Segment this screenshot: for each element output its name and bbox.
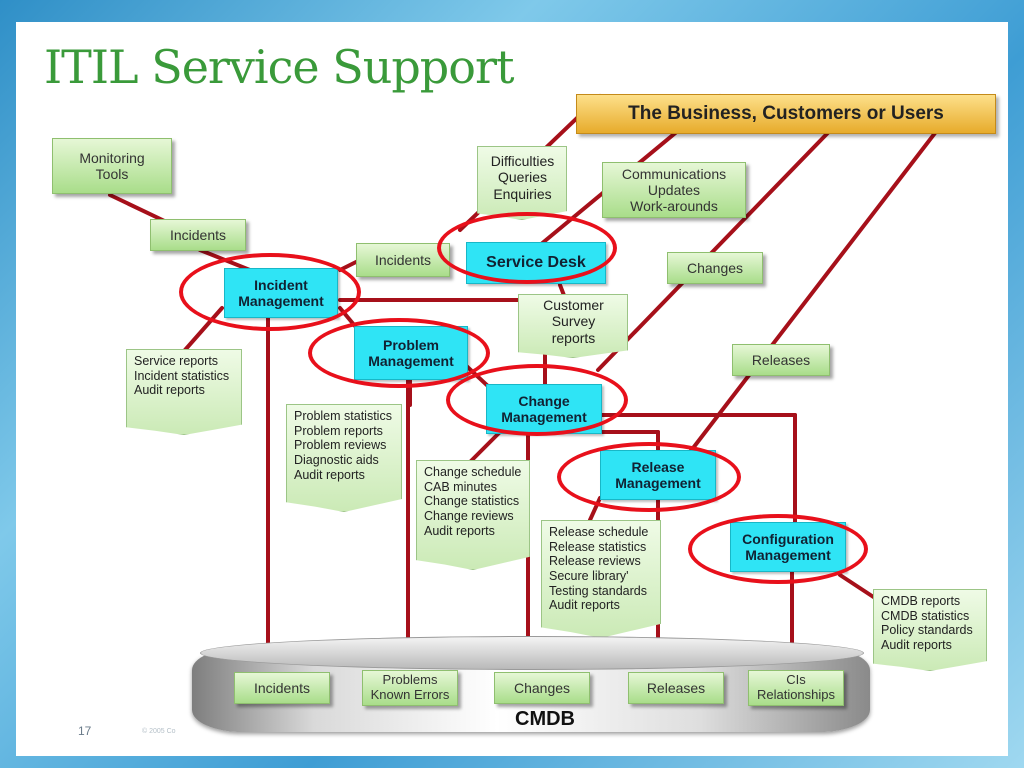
highlight-ring-incident <box>179 253 361 331</box>
highlight-ring-release <box>557 442 741 512</box>
monitoring-tools-label: Monitoring Tools <box>52 138 172 194</box>
incident-reports-doc: Service reports Incident statistics Audi… <box>126 349 242 435</box>
incidents-label-left: Incidents <box>150 219 246 251</box>
cmdb-label: CMDB <box>515 708 575 730</box>
release-reports-doc: Release schedule Release statistics Rele… <box>541 520 661 638</box>
business-customers-banner: The Business, Customers or Users <box>576 94 996 134</box>
copyright-text: © 2005 Co <box>142 728 176 735</box>
cmdb-item-releases: Releases <box>628 672 724 704</box>
connector <box>468 430 502 464</box>
releases-label: Releases <box>732 344 830 376</box>
connector <box>596 108 852 372</box>
highlight-ring-service-desk <box>437 212 617 284</box>
cmdb-item-problems: Problems Known Errors <box>362 670 458 706</box>
changes-label: Changes <box>667 252 763 284</box>
incidents-label-center: Incidents <box>356 243 450 277</box>
cmdb-item-changes: Changes <box>494 672 590 704</box>
connector <box>688 118 947 454</box>
page-number: 17 <box>78 724 92 738</box>
communications-label: Communications Updates Work-arounds <box>602 162 746 218</box>
slide-title: ITIL Service Support <box>44 40 514 94</box>
highlight-ring-configuration <box>688 514 868 584</box>
highlight-ring-change <box>446 364 628 436</box>
cmdb-item-cis: CIs Relationships <box>748 670 844 706</box>
problem-reports-doc: Problem statistics Problem reports Probl… <box>286 404 402 512</box>
cmdb-reports-doc: CMDB reports CMDB statistics Policy stan… <box>873 589 987 671</box>
connector <box>838 573 877 600</box>
cmdb-item-incidents: Incidents <box>234 672 330 704</box>
difficulties-queries-doc: Difficulties Queries Enquiries <box>477 146 567 220</box>
customer-survey-doc: Customer Survey reports <box>518 294 628 358</box>
cmdb-cylinder-top <box>200 636 864 670</box>
highlight-ring-problem <box>308 318 490 388</box>
change-reports-doc: Change schedule CAB minutes Change stati… <box>416 460 530 570</box>
